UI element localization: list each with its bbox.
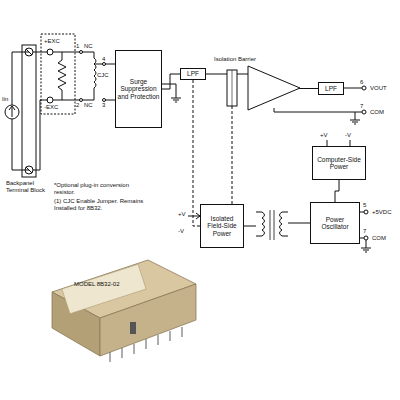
amplifier-symbol (248, 66, 300, 110)
signal-line (244, 223, 310, 226)
signal-name: +V (178, 211, 186, 218)
transformer-symbol (256, 210, 288, 240)
terminal-block (22, 45, 36, 177)
note-text: *Optional plug-in conversion resistor. (54, 182, 134, 196)
resistor-symbol (58, 52, 66, 100)
signal-name: Iin (2, 96, 8, 103)
note-text: (1) CJC Enable Jumper. Remains Installed… (54, 198, 164, 212)
isolated-supply-line (232, 106, 233, 205)
signal-line (206, 74, 318, 89)
signal-name: +5VDC (372, 209, 392, 216)
pin-number: 5 (363, 202, 366, 209)
terminal-label: +EXC (44, 38, 60, 45)
node-text: LPF (187, 70, 199, 77)
signal-name: -V (345, 132, 351, 139)
cjc-sensor (94, 58, 96, 88)
module-connector (41, 34, 75, 114)
pin-label: CJC (97, 72, 109, 79)
model-label: MODEL 8B32-02 (74, 281, 119, 288)
node-text: LPF (325, 85, 337, 92)
node-text: Power Oscillator (312, 216, 358, 231)
signal-line (335, 180, 339, 202)
part-label: Backpanel Terminal Block (6, 180, 50, 194)
pin-number: 6 (360, 79, 363, 86)
oscillator-box: Power Oscillator (310, 202, 360, 244)
module-photo (52, 260, 196, 362)
node-text: Isolated Field-Side Power (202, 215, 242, 237)
pin-number: 2 (76, 102, 79, 109)
process-box: Surge Suppression and Protection (115, 50, 162, 128)
signal-name: +V (320, 132, 328, 139)
signal-line (162, 74, 180, 89)
power-box: Isolated Field-Side Power (200, 204, 244, 248)
isolation-barrier (227, 70, 237, 106)
signal-name: COM (372, 235, 386, 242)
node-text: Computer-Side Power (314, 156, 364, 171)
filter-box: LPF (180, 68, 206, 80)
signal-name: -V (178, 228, 184, 235)
power-box: Computer-Side Power (312, 146, 366, 180)
pin-number: 7 (360, 103, 363, 110)
pin-number: 3 (102, 102, 105, 109)
isolated-supply-line (193, 80, 200, 226)
pin-number: 4 (102, 56, 105, 63)
node-text: Surge Suppression and Protection (117, 78, 160, 100)
pin-number: 7 (363, 228, 366, 235)
pin-label: NC (84, 102, 93, 109)
pin-number: 1 (76, 43, 79, 50)
filter-box: LPF (318, 82, 344, 95)
pin-label: NC (84, 43, 93, 50)
terminal-label: -EXC (44, 104, 58, 111)
signal-name: COM (370, 109, 384, 116)
signal-name: VOUT (370, 85, 387, 92)
barrier-label: Isolation Barrier (214, 56, 256, 63)
current-source (5, 105, 19, 119)
